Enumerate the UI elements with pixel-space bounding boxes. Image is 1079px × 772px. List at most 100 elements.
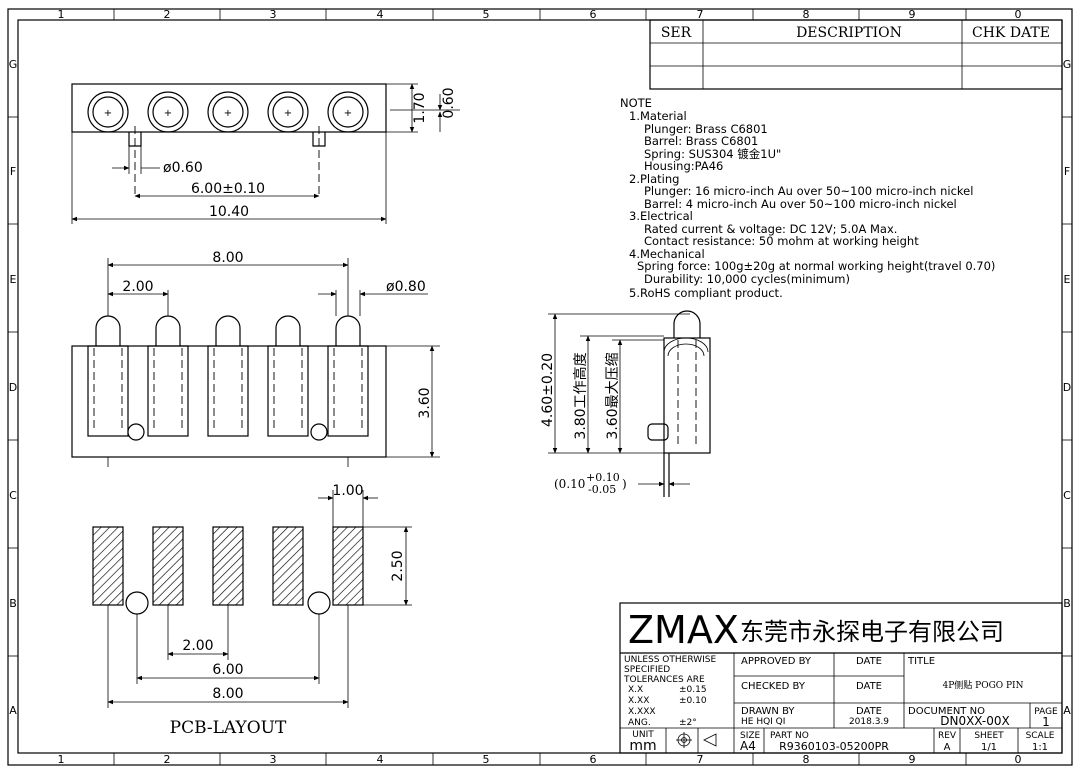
rev-value: A <box>944 742 951 753</box>
company-name: 东莞市永探电子有限公司 <box>740 618 1004 646</box>
peg-diameter-dim: ø0.60 <box>163 160 203 176</box>
page-value: 1 <box>1042 715 1050 729</box>
tol-line: SPECIFIED <box>624 665 670 675</box>
note-line: 1.Material <box>629 109 687 123</box>
col-label: 5 <box>483 753 490 766</box>
scale-label: SCALE <box>1026 731 1055 741</box>
size-value: A4 <box>740 739 756 753</box>
front-span-dim: 8.00 <box>212 250 243 266</box>
checked-by-label: CHECKED BY <box>741 681 806 692</box>
page-label: PAGE <box>1034 707 1058 717</box>
row-label: E <box>10 273 17 286</box>
row-label: F <box>1064 165 1070 178</box>
col-label: 1 <box>58 8 65 21</box>
row-label: A <box>9 704 17 717</box>
tol-xx-value: ±0.10 <box>679 696 707 706</box>
col-label: 2 <box>164 753 171 766</box>
col-label: 9 <box>909 8 916 21</box>
col-label: 7 <box>697 753 704 766</box>
title-value: 4P侧贴 POGO PIN <box>943 679 1024 691</box>
col-label: 9 <box>909 753 916 766</box>
note-line: 3.Electrical <box>629 209 693 223</box>
row-label: C <box>1063 489 1071 502</box>
title-label: TITLE <box>907 656 935 667</box>
date-label: DATE <box>856 706 882 717</box>
pcb-pitch-dim: 2.00 <box>182 638 213 654</box>
front-view: 8.00 2.00 ø0.80 3.60 <box>71 250 440 467</box>
part-no-value: R9360103-05200PR <box>779 740 889 753</box>
size-label: SIZE <box>740 731 761 741</box>
pad-height-dim: 2.50 <box>390 550 406 581</box>
document-no-value: DN0XX-00X <box>940 714 1010 728</box>
note-line: Barrel: Brass C6801 <box>644 134 758 148</box>
scale-value: 1:1 <box>1032 742 1048 753</box>
row-label: D <box>1063 381 1071 394</box>
tol-x-label: X.X <box>628 685 643 695</box>
part-no-label: PART NO <box>770 731 809 741</box>
row-label: G <box>1063 58 1072 71</box>
top-pin-dim: 0.60 <box>441 87 457 118</box>
side-offset-minus: -0.05 <box>588 483 616 496</box>
note-line: Spring: SUS304 镀金1U" <box>644 147 781 161</box>
col-label: 0 <box>1015 8 1022 21</box>
title-block: ZMAX 东莞市永探电子有限公司 UNLESS OTHERWISE SPECIF… <box>619 602 1063 754</box>
col-label: 4 <box>377 753 384 766</box>
row-label: C <box>9 489 17 502</box>
revision-table: SER DESCRIPTION CHK DATE <box>649 19 1063 90</box>
top-view: +++++ 1.70 0.60 ø0.60 6.00±0.10 10.40 <box>71 83 460 224</box>
col-label: 3 <box>270 753 277 766</box>
rev-label: REV <box>938 731 957 741</box>
note-line: Contact resistance: 50 mohm at working h… <box>644 234 919 248</box>
tol-ang-value: ±2° <box>679 718 697 728</box>
pad-width-dim: 1.00 <box>332 483 363 499</box>
note-line: Plunger: 16 micro-inch Au over 50~100 mi… <box>644 184 973 198</box>
col-label: 4 <box>377 8 384 21</box>
drawn-name: HE HQI QI <box>741 717 785 727</box>
side-total-height-dim: 4.60±0.20 <box>540 353 556 427</box>
note-line: 5.RoHS compliant product. <box>629 286 783 300</box>
peg-pitch-dim: 6.00±0.10 <box>191 181 265 197</box>
col-label: 5 <box>483 8 490 21</box>
document-no-label: DOCUMENT NO <box>908 706 985 717</box>
col-label: 8 <box>803 8 810 21</box>
projection-symbol-icon <box>676 732 717 748</box>
sheet-label: SHEET <box>974 731 1004 741</box>
svg-text:+: + <box>104 108 112 119</box>
tip-diameter-dim: ø0.80 <box>386 279 426 295</box>
note-line: Barrel: 4 micro-inch Au over 50~100 micr… <box>644 197 957 211</box>
tol-ang-label: ANG. <box>628 718 651 728</box>
svg-text:+: + <box>164 108 172 119</box>
top-height-dim: 1.70 <box>412 92 428 123</box>
note-line: 4.Mechanical <box>629 247 705 261</box>
col-label: 3 <box>270 8 277 21</box>
unit-value: mm <box>629 738 656 754</box>
svg-text:+: + <box>284 108 292 119</box>
notes-heading: NOTE <box>620 96 652 110</box>
description-header: DESCRIPTION <box>796 25 902 41</box>
ser-header: SER <box>661 25 692 41</box>
drawn-by-label: DRAWN BY <box>741 706 795 717</box>
tol-line: UNLESS OTHERWISE <box>624 655 716 665</box>
unit-label: UNIT <box>632 730 654 740</box>
front-height-dim: 3.60 <box>417 387 433 418</box>
note-line: 2.Plating <box>629 172 679 186</box>
row-label: F <box>10 165 16 178</box>
chk-date-header: CHK DATE <box>972 25 1050 41</box>
row-label: A <box>1063 704 1071 717</box>
col-label: 7 <box>697 8 704 21</box>
row-label: B <box>9 597 17 610</box>
side-work-height-dim: 3.80工作高度 <box>572 352 589 439</box>
tol-xxx-label: X.XXX <box>628 707 656 717</box>
side-offset-plus: +0.10 <box>586 471 620 484</box>
pcb-span-dim: 8.00 <box>212 686 243 702</box>
top-width-dim: 10.40 <box>209 204 249 220</box>
pcb-layout-caption: PCB-LAYOUT <box>170 718 287 738</box>
front-pitch-dim: 2.00 <box>122 279 153 295</box>
col-label: 8 <box>803 753 810 766</box>
note-line: Durability: 10,000 cycles(minimum) <box>644 272 850 286</box>
row-label: E <box>1064 273 1071 286</box>
row-label: G <box>9 58 18 71</box>
tol-x-value: ±0.15 <box>679 685 707 695</box>
pcb-hole-span-dim: 6.00 <box>212 662 243 678</box>
company-logo: ZMAX <box>628 608 739 652</box>
